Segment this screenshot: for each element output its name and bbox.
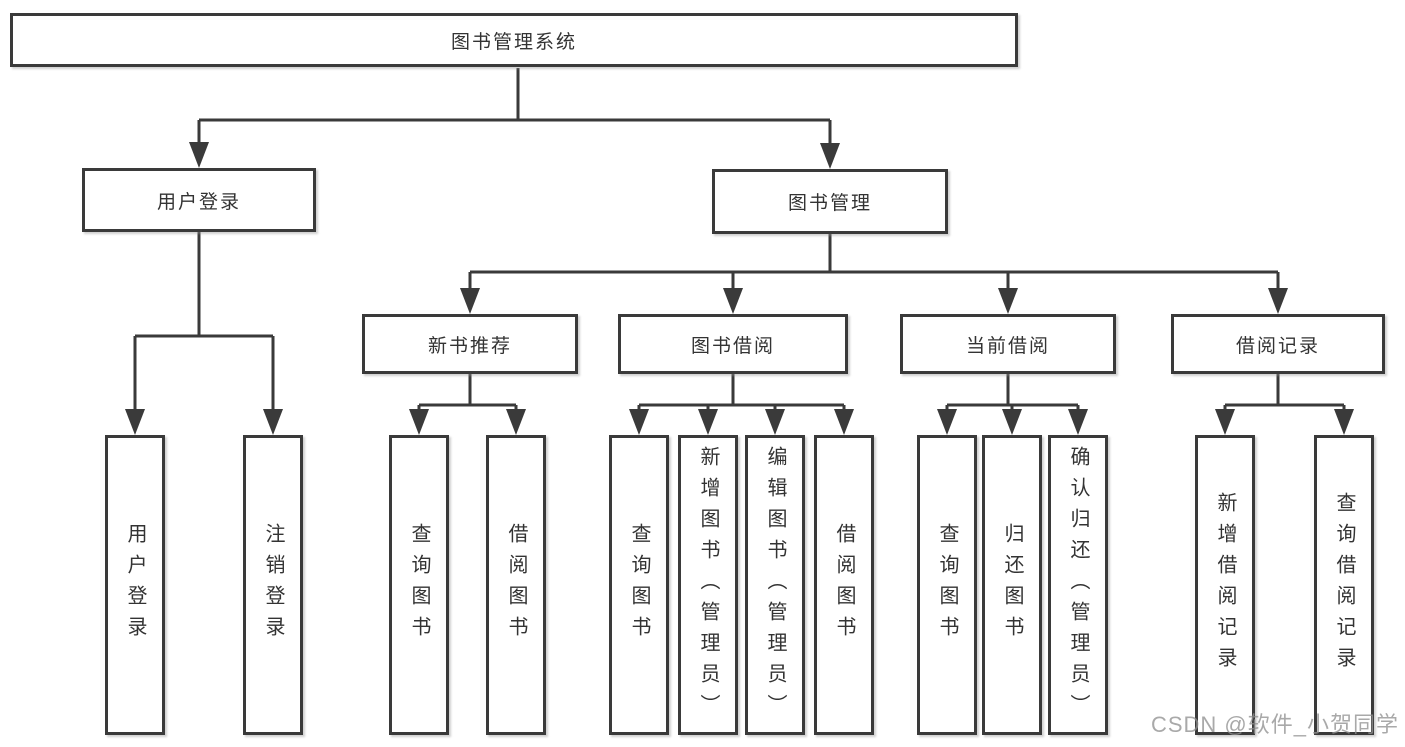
leaf-label: 查询图书 (936, 523, 958, 647)
watermark: CSDN @软件_小贺同学 (1150, 712, 1399, 737)
node-book-borrowing: 图书借阅 (618, 314, 848, 374)
node-label: 图书管理 (787, 193, 872, 214)
node-label: 用户登录 (156, 191, 241, 213)
leaf-label: 归还图书 (1001, 523, 1023, 647)
leaf-label: 查询借阅记录 (1333, 492, 1355, 678)
leaf-borrow-books-recommend: 借阅图书 (486, 435, 546, 735)
leaf-label: 新增图书（管理员） (697, 445, 719, 725)
leaf-label: 编辑图书（管理员） (764, 445, 786, 725)
arrowheads (125, 142, 1354, 435)
leaf-return-books: 归还图书 (982, 435, 1042, 735)
leaf-edit-book-admin: 编辑图书（管理员） (745, 435, 805, 735)
node-label: 新书推荐 (427, 335, 512, 357)
leaf-query-books-current: 查询图书 (917, 435, 977, 735)
leaf-label: 查询图书 (628, 523, 650, 647)
node-label: 借阅记录 (1235, 335, 1320, 357)
leaf-add-book-admin: 新增图书（管理员） (678, 435, 738, 735)
node-label: 图书借阅 (690, 335, 775, 357)
node-library-management-system: 图书管理系统 (10, 13, 1018, 67)
leaf-user-login: 用户登录 (105, 435, 165, 735)
node-borrowing-records: 借阅记录 (1171, 314, 1385, 374)
leaf-label: 注销登录 (262, 523, 284, 647)
node-user-login: 用户登录 (82, 168, 316, 232)
node-new-book-recommendation: 新书推荐 (362, 314, 578, 374)
node-label: 图书管理系统 (450, 31, 577, 53)
leaf-query-books-recommend: 查询图书 (389, 435, 449, 735)
leaf-query-books-borrowing: 查询图书 (609, 435, 669, 735)
node-current-borrowing: 当前借阅 (900, 314, 1116, 374)
leaf-label: 借阅图书 (833, 523, 855, 647)
leaf-logout: 注销登录 (243, 435, 303, 735)
leaf-query-borrow-record: 查询借阅记录 (1314, 435, 1374, 735)
leaf-confirm-return-admin: 确认归还（管理员） (1048, 435, 1108, 735)
leaf-label: 确认归还（管理员） (1067, 445, 1089, 725)
leaf-label: 新增借阅记录 (1214, 492, 1236, 678)
node-label: 当前借阅 (965, 335, 1050, 357)
node-book-management: 图书管理 (712, 169, 948, 234)
leaf-borrow-books-borrowing: 借阅图书 (814, 435, 874, 735)
leaf-label: 借阅图书 (505, 523, 527, 647)
leaf-label: 用户登录 (124, 523, 146, 647)
leaf-label: 查询图书 (408, 523, 430, 647)
leaf-add-borrow-record: 新增借阅记录 (1195, 435, 1255, 735)
